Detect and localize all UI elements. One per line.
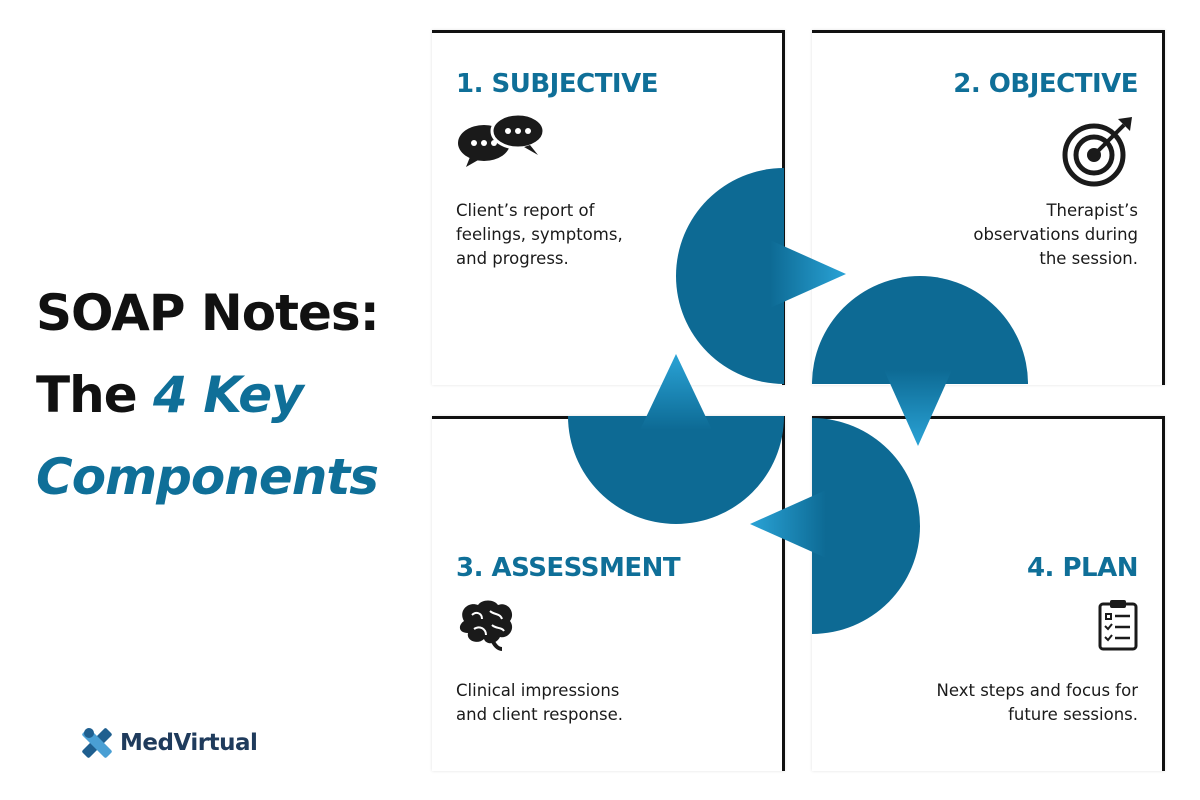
subjective-card: 1. SUBJECTIVE Client’s report of feeling… xyxy=(432,30,785,385)
title-line-1: SOAP Notes: xyxy=(36,284,380,342)
subjective-desc-line-3: and progress. xyxy=(456,249,569,268)
subjective-heading: 1. SUBJECTIVE xyxy=(456,69,658,99)
clipboard-checklist-icon xyxy=(1098,600,1138,651)
brand-logo: MedVirtual xyxy=(80,726,258,760)
page-title: SOAP Notes: The 4 Key Components xyxy=(36,272,380,518)
plan-desc-line-2: future sessions. xyxy=(1008,705,1138,724)
brain-icon xyxy=(459,600,513,651)
assessment-desc-line-2: and client response. xyxy=(456,705,624,724)
plan-card: 4. PLAN Next steps and focus for future … xyxy=(812,416,1165,771)
objective-desc-line-1: Therapist’s xyxy=(1046,201,1138,220)
objective-desc-line-2: observations during xyxy=(973,225,1138,244)
assessment-heading: 3. ASSESSMENT xyxy=(456,553,681,583)
title-line-3: Components xyxy=(36,448,379,506)
assessment-desc-line-1: Clinical impressions xyxy=(456,681,620,700)
title-line-2-prefix: The xyxy=(36,366,154,424)
subjective-desc-line-2: feelings, symptoms, xyxy=(456,225,623,244)
subjective-description: Client’s report of feelings, symptoms, a… xyxy=(456,199,686,271)
plan-heading: 4. PLAN xyxy=(1026,553,1139,583)
brand-name: MedVirtual xyxy=(120,730,258,756)
objective-heading: 2. OBJECTIVE xyxy=(953,69,1138,99)
objective-card: 2. OBJECTIVE Therapist’s observations du… xyxy=(812,30,1165,385)
plan-desc-line-1: Next steps and focus for xyxy=(936,681,1138,700)
objective-description: Therapist’s observations during the sess… xyxy=(908,199,1138,271)
medvirtual-logo-icon xyxy=(82,728,112,758)
speech-bubbles-icon xyxy=(458,113,546,167)
assessment-description: Clinical impressions and client response… xyxy=(456,679,686,727)
target-icon xyxy=(1062,117,1132,187)
objective-desc-line-3: the session. xyxy=(1039,249,1138,268)
subjective-desc-line-1: Client’s report of xyxy=(456,201,595,220)
plan-description: Next steps and focus for future sessions… xyxy=(908,679,1138,727)
assessment-card: 3. ASSESSMENT Clinical impressions and c… xyxy=(432,416,785,771)
title-line-2-accent: 4 Key xyxy=(153,366,304,424)
